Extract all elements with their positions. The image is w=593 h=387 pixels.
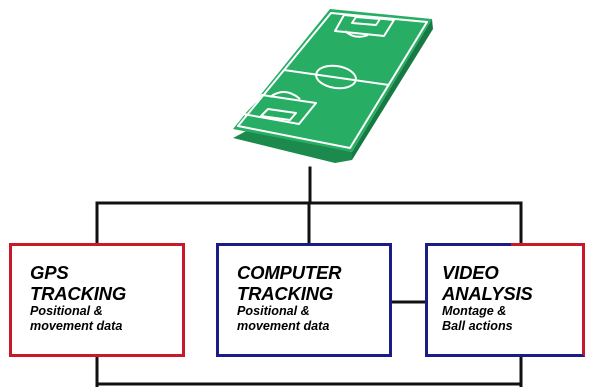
computer-title-line2: TRACKING <box>237 283 334 304</box>
computer-title-line1: COMPUTER <box>237 262 342 283</box>
pitch-side-right <box>352 19 433 160</box>
gps-title-line2: TRACKING <box>30 283 127 304</box>
gps-tracking-box: GPS TRACKING Positional & movement data <box>9 243 185 357</box>
red-border-accent <box>511 243 585 246</box>
video-subtitle-line2: Ball actions <box>442 319 513 333</box>
pitch-markings <box>237 12 428 149</box>
computer-subtitle-line2: movement data <box>237 319 330 333</box>
computer-tracking-box: COMPUTER TRACKING Positional & movement … <box>216 243 392 357</box>
video-title-line2: ANALYSIS <box>442 283 533 304</box>
gps-subtitle-line2: movement data <box>30 319 123 333</box>
connector-lines <box>95 166 523 387</box>
gps-subtitle-line1: Positional & <box>30 304 103 318</box>
computer-subtitle-line1: Positional & <box>237 304 310 318</box>
video-subtitle-line1: Montage & <box>442 304 507 318</box>
pitch-side-bottom <box>233 129 352 163</box>
pitch-surface <box>233 9 432 152</box>
football-pitch-icon <box>233 9 433 163</box>
video-title-line1: VIDEO <box>442 262 499 283</box>
gps-title-line1: GPS <box>30 262 69 283</box>
video-analysis-box: VIDEO ANALYSIS Montage & Ball actions <box>425 243 585 357</box>
